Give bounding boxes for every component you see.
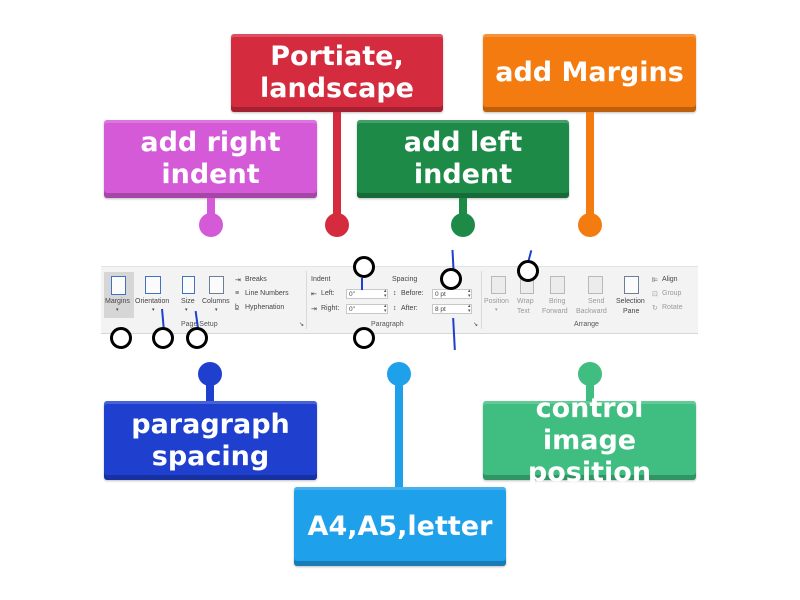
rotate-icon: ↻ [652, 305, 658, 312]
group-icon: ⊡ [652, 291, 658, 298]
marker-wrap-text[interactable] [517, 260, 539, 282]
align-button[interactable]: Align [662, 276, 678, 283]
margins-dropdown-icon[interactable]: ▾ [116, 307, 119, 313]
dot-left-indent [451, 213, 475, 237]
columns-icon[interactable] [209, 276, 224, 294]
spacing-before-spinner[interactable]: ▴▾ [468, 288, 471, 299]
dot-orientation [325, 213, 349, 237]
page-setup-group-label: Page Setup [181, 321, 218, 328]
wrap-text-button-line2[interactable]: Text [517, 308, 530, 315]
label-size[interactable]: A4,A5,letter [294, 487, 506, 566]
wrap-text-button-line1[interactable]: Wrap [517, 298, 534, 305]
spacing-after-input[interactable]: 8 pt [432, 304, 472, 314]
marker-indent-left[interactable] [353, 256, 375, 278]
dot-margins [578, 213, 602, 237]
stem-image-position [586, 378, 594, 402]
orientation-icon[interactable] [145, 276, 161, 294]
breaks-button[interactable]: Breaks [245, 276, 267, 283]
label-image-position[interactable]: control image position [483, 393, 696, 488]
indent-right-icon: ⇥ [311, 306, 317, 313]
spacing-title: Spacing [392, 276, 418, 283]
pointer-line [361, 278, 363, 290]
bring-forward-button-line2[interactable]: Forward [542, 308, 568, 315]
label-left-indent[interactable]: add left indent [357, 120, 569, 198]
page-setup-launcher-icon[interactable]: ↘ [299, 322, 305, 328]
spacing-before-label: Before: [401, 290, 424, 297]
align-icon: ⊫ [652, 277, 659, 284]
label-margins[interactable]: add Margins [483, 34, 696, 112]
orientation-button[interactable]: Orientation [135, 298, 170, 305]
line-numbers-button[interactable]: Line Numbers [245, 290, 289, 297]
stem-margins [586, 112, 594, 216]
margins-button[interactable]: Margins [105, 298, 130, 305]
spacing-after-label: After: [401, 305, 418, 312]
indent-right-input[interactable]: 0" [346, 304, 388, 314]
divider [481, 271, 482, 329]
position-dropdown-icon[interactable]: ▾ [495, 307, 498, 313]
marker-margins[interactable] [110, 327, 132, 349]
marker-indent-right[interactable] [353, 327, 375, 349]
rotate-button[interactable]: Rotate [662, 304, 683, 311]
spacing-after-icon: ↕ [393, 305, 397, 312]
spacing-before-icon: ↕ [393, 290, 397, 297]
bring-forward-icon[interactable] [550, 276, 565, 294]
bring-forward-button-line1[interactable]: Bring [549, 298, 566, 305]
ribbon: Margins ▾ Orientation ▾ Size ▾ Columns ▾… [101, 266, 698, 334]
spacing-before-input[interactable]: 0 pt [432, 289, 472, 299]
selection-pane-button-line1[interactable]: Selection [616, 298, 645, 305]
indent-left-icon: ⇤ [311, 291, 317, 298]
selection-pane-icon[interactable] [624, 276, 639, 294]
indent-right-label: Right: [321, 305, 340, 312]
hyphenation-icon: b̲ [235, 304, 239, 311]
send-backward-button-line1[interactable]: Send [588, 298, 605, 305]
size-button[interactable]: Size [181, 298, 195, 305]
label-paragraph-spacing[interactable]: paragraph spacing [104, 401, 317, 480]
group-button[interactable]: Group [662, 290, 682, 297]
marker-size[interactable] [186, 327, 208, 349]
indent-title: Indent [311, 276, 331, 283]
send-backward-icon[interactable] [588, 276, 603, 294]
position-button[interactable]: Position [484, 298, 509, 305]
columns-button[interactable]: Columns [202, 298, 230, 305]
breaks-icon: ⇥ [235, 277, 241, 284]
pointer-line [451, 249, 455, 271]
line-numbers-icon: ≡ [235, 290, 240, 297]
stem-orientation [333, 112, 341, 216]
indent-left-label: Left: [321, 290, 335, 297]
orientation-dropdown-icon[interactable]: ▾ [152, 307, 155, 313]
paragraph-group-label: Paragraph [371, 321, 404, 328]
label-orientation[interactable]: Portiate, landscape [231, 34, 443, 112]
marker-spacing[interactable] [440, 268, 462, 290]
indent-left-input[interactable]: 0" [346, 289, 388, 299]
selection-pane-button-line2[interactable]: Pane [623, 308, 640, 315]
position-icon[interactable] [491, 276, 506, 294]
paragraph-launcher-icon[interactable]: ↘ [473, 322, 479, 328]
hyphenation-button[interactable]: Hyphenation [245, 304, 285, 311]
columns-dropdown-icon[interactable]: ▾ [215, 307, 218, 313]
stem-paragraph-spacing [206, 378, 214, 402]
stem-left-indent [459, 198, 467, 216]
indent-left-spinner[interactable]: ▴▾ [384, 288, 387, 299]
divider [306, 271, 307, 329]
size-icon[interactable] [182, 276, 195, 294]
spacing-after-spinner[interactable]: ▴▾ [468, 303, 471, 314]
dot-right-indent [199, 213, 223, 237]
stem-right-indent [207, 198, 215, 216]
label-right-indent[interactable]: add right indent [104, 120, 317, 198]
marker-orientation[interactable] [152, 327, 174, 349]
size-dropdown-icon[interactable]: ▾ [185, 307, 188, 313]
send-backward-button-line2[interactable]: Backward [576, 308, 607, 315]
stem-size [395, 378, 403, 488]
indent-right-spinner[interactable]: ▴▾ [384, 303, 387, 314]
arrange-group-label: Arrange [574, 321, 599, 328]
margins-icon[interactable] [111, 276, 126, 295]
